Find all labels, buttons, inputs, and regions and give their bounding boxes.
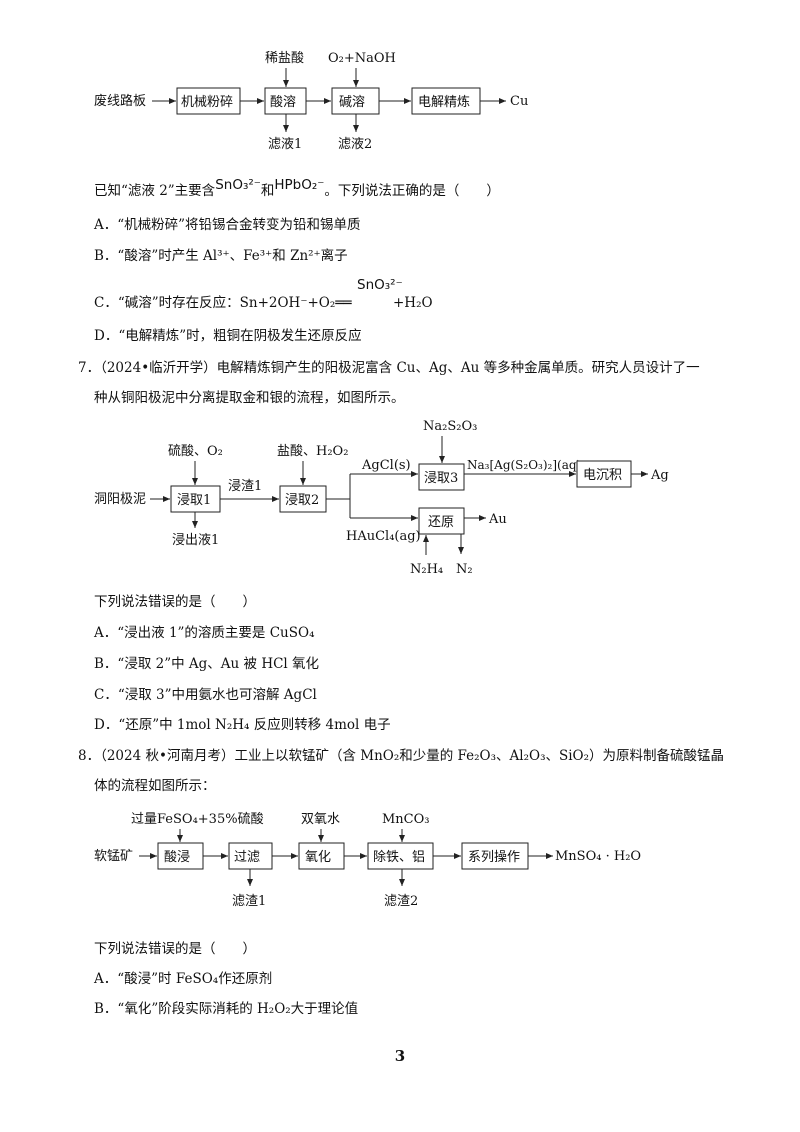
flow2-n2: N₂ bbox=[456, 562, 473, 577]
flow3-in1: 过量FeSO₄+35%硫酸 bbox=[131, 812, 264, 827]
flow3-residue2: 滤渣2 bbox=[384, 894, 418, 909]
flow-diagram-1: 废线路板 机械粉碎 酸溶 碱溶 电解精炼 Cu 稀盐酸 O₂+NaOH 滤液1 … bbox=[94, 51, 528, 152]
q7-option-d: D．“还原”中 1mol N₂H₄ 反应则转移 4mol 电子 bbox=[94, 717, 391, 733]
flow2-complex: Na₃[Ag(S₂O₃)₂](aq) bbox=[467, 458, 581, 472]
flow2-ag: Ag bbox=[650, 468, 669, 483]
flow1-end: Cu bbox=[510, 94, 528, 109]
flow3-box-remove: 除铁、铝 bbox=[373, 850, 425, 865]
q7-line1: 7．（2024•临沂开学）电解精炼铜产生的阳极泥富含 Cu、Ag、Au 等多种金… bbox=[78, 360, 700, 376]
flow2-leach2-in: 盐酸、H₂O₂ bbox=[277, 444, 348, 459]
flow1-filtrate2: 滤液2 bbox=[338, 137, 372, 152]
q8-prompt: 下列说法错误的是（ ） bbox=[94, 941, 256, 957]
page-number: 3 bbox=[394, 1047, 406, 1065]
q8-option-b: B．“氧化”阶段实际消耗的 H₂O₂大于理论值 bbox=[94, 1001, 359, 1017]
q6-option-c-ion: SnO₃²⁻ bbox=[357, 277, 403, 293]
flow1-start: 废线路板 bbox=[94, 93, 146, 109]
flow1-input-acid: 稀盐酸 bbox=[265, 51, 304, 66]
flow2-leach3-in: Na₂S₂O₃ bbox=[423, 419, 477, 434]
q6-stem-sno3: SnO₃²⁻ bbox=[215, 177, 261, 193]
q7-option-c: C．“浸取 3”中用氨水也可溶解 AgCl bbox=[94, 687, 317, 703]
q6-option-d: D．“电解精炼”时，粗铜在阴极发生还原反应 bbox=[94, 328, 362, 344]
flow2-leach1: 浸取1 bbox=[177, 493, 211, 508]
flow2-reduce: 还原 bbox=[428, 515, 454, 530]
q6-option-a: A．“机械粉碎”将铅锡合金转变为铅和锡单质 bbox=[94, 217, 361, 233]
q6-option-c-tail: +H₂O bbox=[393, 295, 433, 311]
q8-option-a: A．“酸浸”时 FeSO₄作还原剂 bbox=[94, 971, 273, 987]
flow3-box-oxidize: 氧化 bbox=[305, 850, 331, 865]
q8-line1: 8．（2024 秋•河南月考）工业上以软锰矿（含 MnO₂和少量的 Fe₂O₃、… bbox=[78, 748, 725, 764]
q7-option-a: A．“浸出液 1”的溶质主要是 CuSO₄ bbox=[94, 625, 315, 641]
flow3-end: MnSO₄ · H₂O bbox=[555, 849, 641, 864]
flow2-residue1: 浸渣1 bbox=[228, 479, 262, 494]
flow1-filtrate1: 滤液1 bbox=[268, 137, 302, 152]
flow1-box-acid: 酸溶 bbox=[270, 95, 296, 110]
flow2-liquor1: 浸出液1 bbox=[172, 533, 219, 548]
flow-diagram-2: 洞阳极泥 浸取1 硫酸、O₂ 浸出液1 浸渣1 浸取2 盐酸、H₂O₂ AgCl… bbox=[94, 419, 669, 577]
flow3-residue1: 滤渣1 bbox=[232, 894, 266, 909]
q6-option-b: B．“酸溶”时产生 Al³⁺、Fe³⁺和 Zn²⁺离子 bbox=[94, 248, 348, 264]
flow1-box-grind: 机械粉碎 bbox=[181, 95, 233, 110]
flow2-electro: 电沉积 bbox=[583, 468, 622, 483]
q6-stem-hpbo2: HPbO₂⁻ bbox=[274, 177, 325, 193]
q6-option-c: C．“碱溶”时存在反应：Sn+2OH⁻+O₂══ bbox=[94, 295, 352, 311]
flow2-haucl4: HAuCl₄(ag) bbox=[346, 529, 421, 544]
q6-stem-and: 和 bbox=[260, 183, 275, 199]
flow2-leach3: 浸取3 bbox=[424, 471, 458, 486]
q7-option-b: B．“浸取 2”中 Ag、Au 被 HCl 氧化 bbox=[94, 656, 320, 672]
flow3-in2: 双氧水 bbox=[301, 812, 340, 827]
flow3-box-filter: 过滤 bbox=[234, 850, 260, 865]
q7-prompt: 下列说法错误的是（ ） bbox=[94, 594, 256, 610]
flow2-n2h4: N₂H₄ bbox=[410, 562, 443, 577]
flow3-box-leach: 酸浸 bbox=[164, 850, 190, 865]
flow1-input-base: O₂+NaOH bbox=[328, 51, 396, 66]
flow1-box-refine: 电解精炼 bbox=[418, 95, 470, 110]
flow2-agcl: AgCl(s) bbox=[361, 458, 411, 473]
q6-stem-b: 。下列说法正确的是（ ） bbox=[324, 183, 500, 199]
flow2-start: 洞阳极泥 bbox=[94, 492, 146, 507]
flow3-box-series: 系列操作 bbox=[468, 849, 520, 865]
q6-stem-a: 已知“滤液 2”主要含 bbox=[94, 183, 216, 199]
flow2-au: Au bbox=[488, 512, 507, 527]
flow3-start: 软锰矿 bbox=[94, 849, 133, 864]
flow2-leach2: 浸取2 bbox=[285, 493, 319, 508]
q6-stem: 已知“滤液 2”主要含SnO₃²⁻和HPbO₂⁻。下列说法正确的是（ ） bbox=[94, 177, 500, 200]
q8-line2: 体的流程如图所示： bbox=[94, 778, 216, 794]
flow1-box-base: 碱溶 bbox=[339, 95, 365, 110]
q7-line2: 种从铜阳极泥中分离提取金和银的流程，如图所示。 bbox=[94, 390, 405, 406]
flow3-in3: MnCO₃ bbox=[382, 812, 430, 827]
flow2-leach1-in: 硫酸、O₂ bbox=[168, 444, 223, 459]
flow-diagram-3: 软锰矿 酸浸 过量FeSO₄+35%硫酸 过滤 滤渣1 氧化 双氧水 除铁、铝 … bbox=[94, 812, 641, 909]
